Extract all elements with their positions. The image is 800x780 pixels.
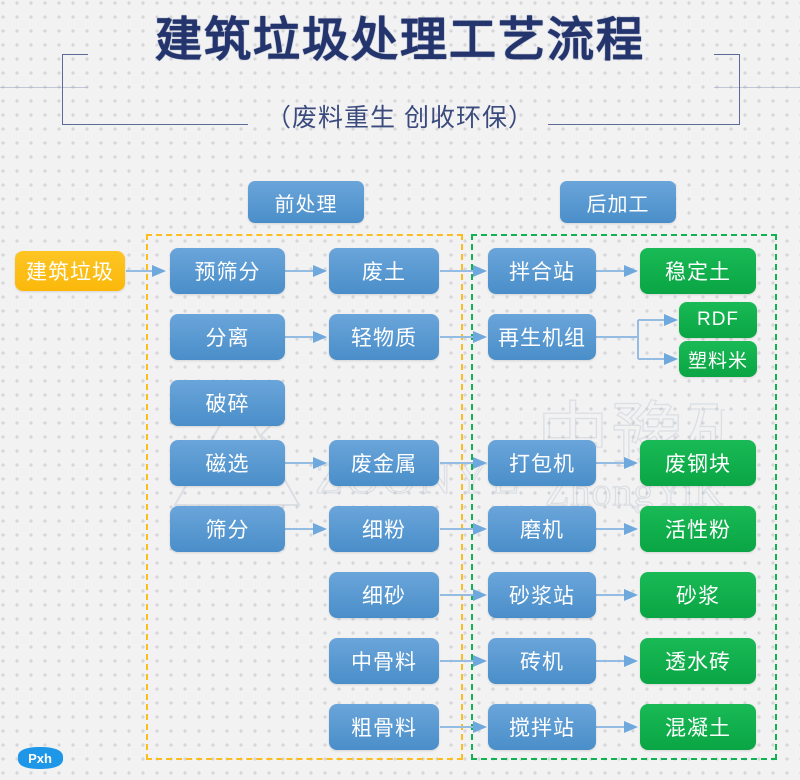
node-source-construction-waste[interactable]: 建筑垃圾	[15, 251, 125, 291]
node-process-prescreen[interactable]: 预筛分	[170, 248, 285, 294]
page-subtitle: （废料重生 创收环保）	[266, 104, 534, 132]
zone-postprocessing-boundary	[471, 234, 777, 760]
page-header: 建筑垃圾处理工艺流程 （废料重生 创收环保）	[0, 0, 800, 150]
logo-text: Pxh	[28, 751, 52, 766]
node-equipment-batching-plant[interactable]: 搅拌站	[488, 704, 596, 750]
node-material-medium-aggregate[interactable]: 中骨料	[329, 638, 439, 684]
section-header-postprocessing[interactable]: 后加工	[560, 181, 676, 223]
node-process-separation[interactable]: 分离	[170, 314, 285, 360]
pxh-logo: Pxh	[14, 745, 66, 771]
node-product-stabilized-soil[interactable]: 稳定土	[640, 248, 756, 294]
node-product-rdf[interactable]: RDF	[679, 302, 757, 338]
node-product-mortar[interactable]: 砂浆	[640, 572, 756, 618]
node-equipment-mortar-station[interactable]: 砂浆站	[488, 572, 596, 618]
node-product-plastic-pellet[interactable]: 塑料米	[679, 341, 757, 377]
node-process-screening[interactable]: 筛分	[170, 506, 285, 552]
node-equipment-regeneration-unit[interactable]: 再生机组	[488, 314, 596, 360]
node-product-concrete[interactable]: 混凝土	[640, 704, 756, 750]
node-equipment-brick-machine[interactable]: 砖机	[488, 638, 596, 684]
logo-blob-shape	[17, 747, 64, 769]
subtitle-backdrop	[248, 100, 548, 138]
node-material-fine-powder[interactable]: 细粉	[329, 506, 439, 552]
node-material-waste-soil[interactable]: 废土	[329, 248, 439, 294]
node-equipment-grinding-mill[interactable]: 磨机	[488, 506, 596, 552]
node-material-coarse-aggregate[interactable]: 粗骨料	[329, 704, 439, 750]
node-product-active-powder[interactable]: 活性粉	[640, 506, 756, 552]
node-equipment-mixing-plant[interactable]: 拌合站	[488, 248, 596, 294]
section-header-pretreatment[interactable]: 前处理	[248, 181, 364, 223]
node-process-crushing[interactable]: 破碎	[170, 380, 285, 426]
title-backdrop	[88, 52, 714, 94]
node-material-light-matter[interactable]: 轻物质	[329, 314, 439, 360]
page-title: 建筑垃圾处理工艺流程	[155, 13, 645, 66]
node-process-magnetic-separation[interactable]: 磁选	[170, 440, 285, 486]
node-equipment-baler[interactable]: 打包机	[488, 440, 596, 486]
zone-pretreatment-boundary	[146, 234, 463, 760]
node-product-pervious-brick[interactable]: 透水砖	[640, 638, 756, 684]
node-material-fine-sand[interactable]: 细砂	[329, 572, 439, 618]
node-product-scrap-steel[interactable]: 废钢块	[640, 440, 756, 486]
node-material-scrap-metal[interactable]: 废金属	[329, 440, 439, 486]
